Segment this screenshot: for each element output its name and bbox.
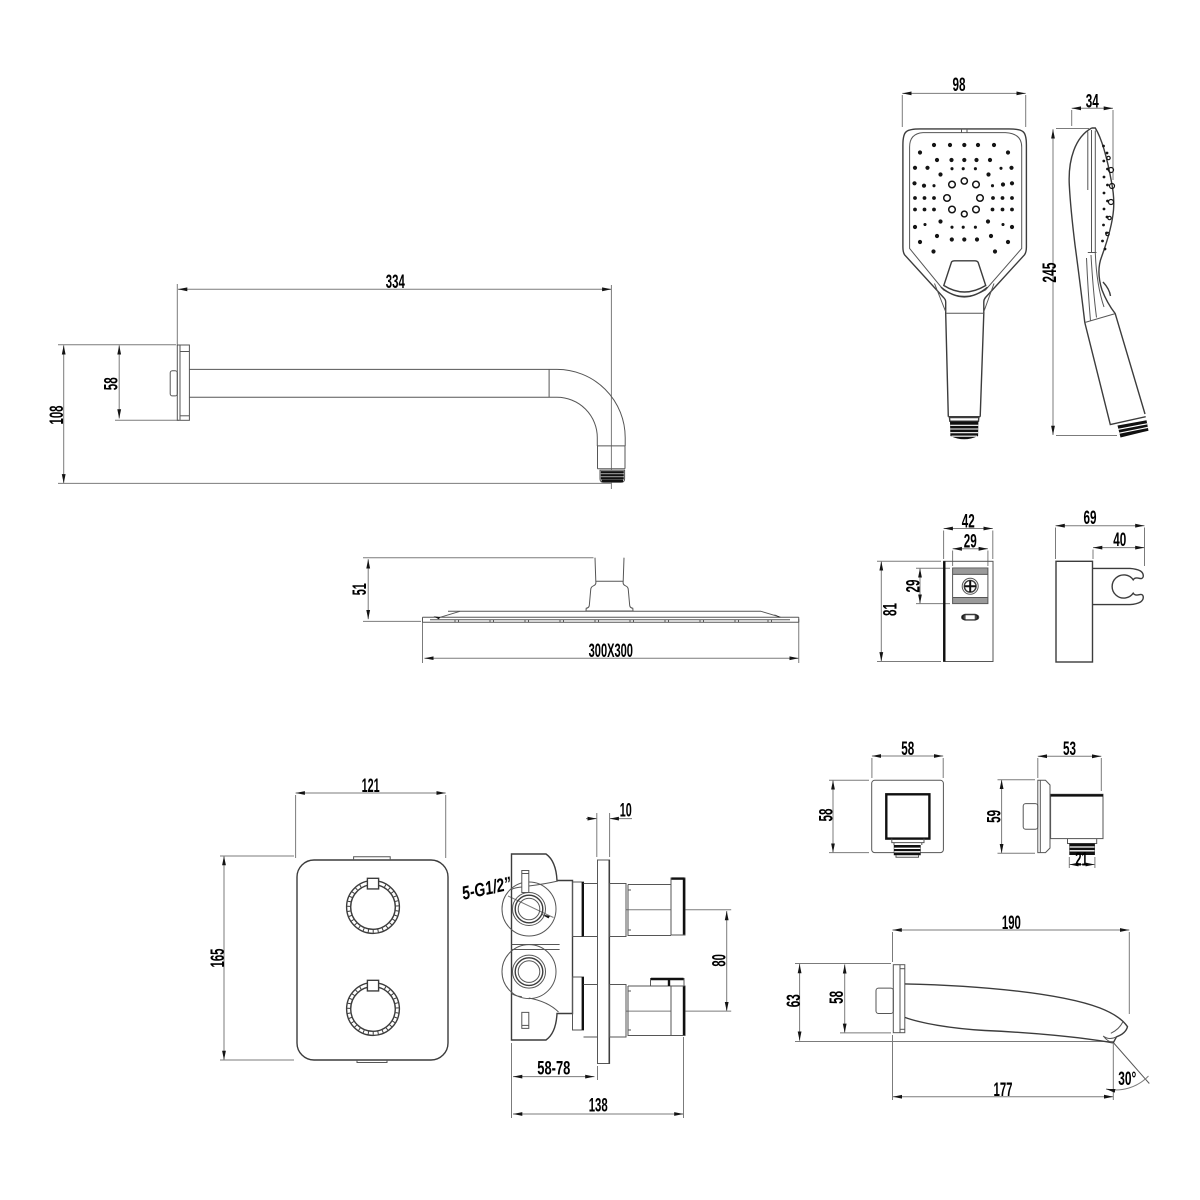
svg-text:21: 21	[1075, 849, 1088, 870]
svg-text:53: 53	[1063, 739, 1076, 760]
svg-text:334: 334	[386, 272, 405, 293]
svg-text:58: 58	[817, 809, 838, 822]
svg-text:121: 121	[362, 776, 380, 797]
svg-text:34: 34	[1086, 91, 1099, 112]
svg-text:108: 108	[47, 406, 68, 425]
svg-text:58: 58	[901, 739, 914, 760]
svg-text:29: 29	[964, 532, 977, 553]
svg-text:40: 40	[1113, 530, 1126, 551]
svg-text:81: 81	[881, 603, 902, 616]
svg-text:138: 138	[589, 1095, 608, 1116]
svg-text:165: 165	[208, 948, 229, 967]
svg-text:29: 29	[903, 580, 924, 593]
svg-text:58-78: 58-78	[537, 1059, 570, 1080]
svg-text:245: 245	[1040, 262, 1061, 282]
svg-text:63: 63	[784, 994, 805, 1007]
svg-text:30°: 30°	[1118, 1069, 1136, 1090]
svg-text:42: 42	[962, 512, 975, 533]
svg-text:190: 190	[1002, 913, 1021, 934]
svg-text:80: 80	[709, 954, 730, 967]
svg-text:69: 69	[1084, 508, 1097, 529]
svg-text:51: 51	[350, 583, 371, 595]
svg-text:300X300: 300X300	[589, 641, 633, 662]
svg-text:59: 59	[985, 810, 1006, 823]
svg-text:58: 58	[827, 991, 848, 1004]
svg-text:98: 98	[953, 75, 966, 96]
svg-text:58: 58	[102, 377, 123, 390]
svg-text:177: 177	[994, 1080, 1013, 1101]
svg-text:10: 10	[620, 801, 632, 822]
